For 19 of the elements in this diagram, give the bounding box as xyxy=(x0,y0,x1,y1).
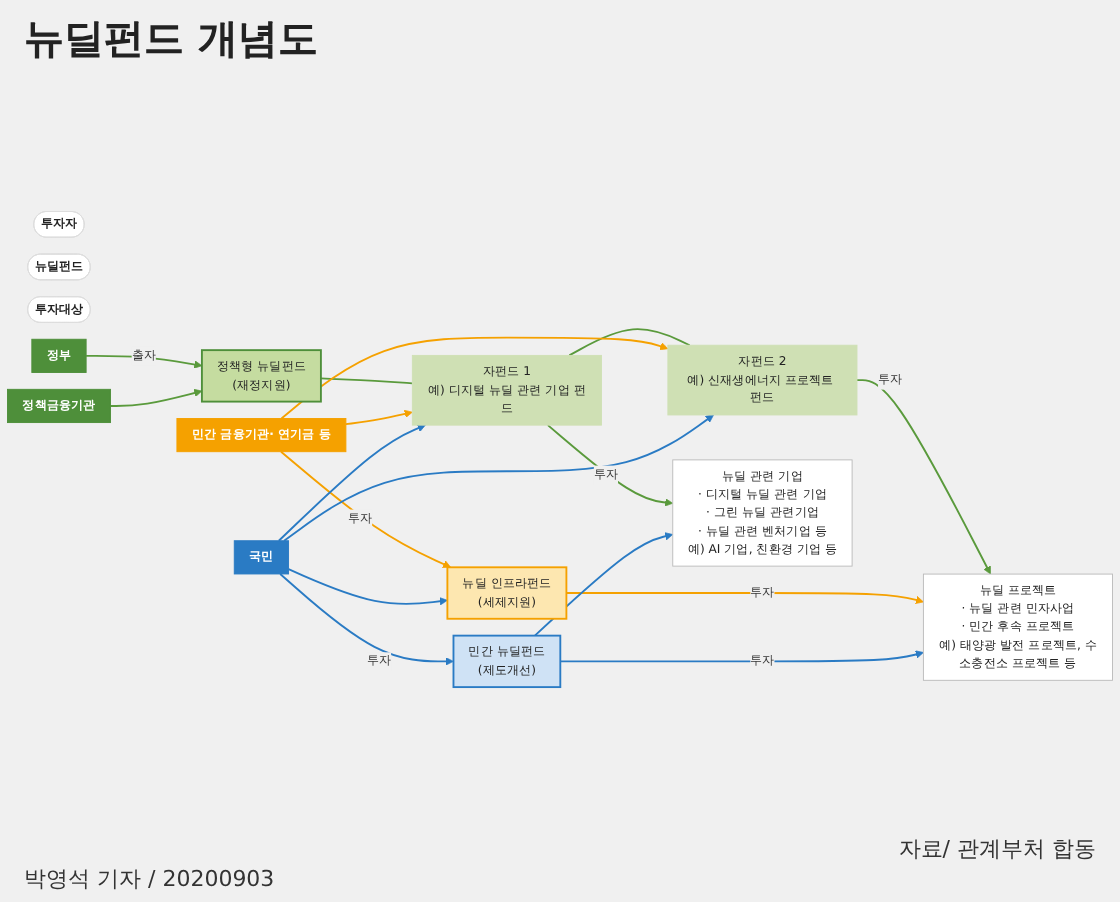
arrow xyxy=(565,592,924,605)
arrow xyxy=(287,568,448,607)
arrow xyxy=(280,337,669,421)
arrow xyxy=(109,389,203,408)
arrow xyxy=(546,424,674,508)
arrow xyxy=(856,379,991,576)
arrow xyxy=(559,651,924,663)
arrow xyxy=(344,410,413,426)
connector xyxy=(319,378,414,385)
arrow xyxy=(279,573,454,667)
credit-line: 박영석 기자 / 20200903 xyxy=(24,864,277,894)
arrow xyxy=(283,415,714,543)
arrow xyxy=(533,532,674,638)
arrow xyxy=(277,424,426,543)
arrow xyxy=(85,355,203,370)
arrow xyxy=(280,451,452,569)
title: 뉴딜펀드 개념도 xyxy=(22,12,320,66)
connector xyxy=(568,328,691,358)
source-note: 자료/ 관계부처 합동 xyxy=(896,834,1096,864)
